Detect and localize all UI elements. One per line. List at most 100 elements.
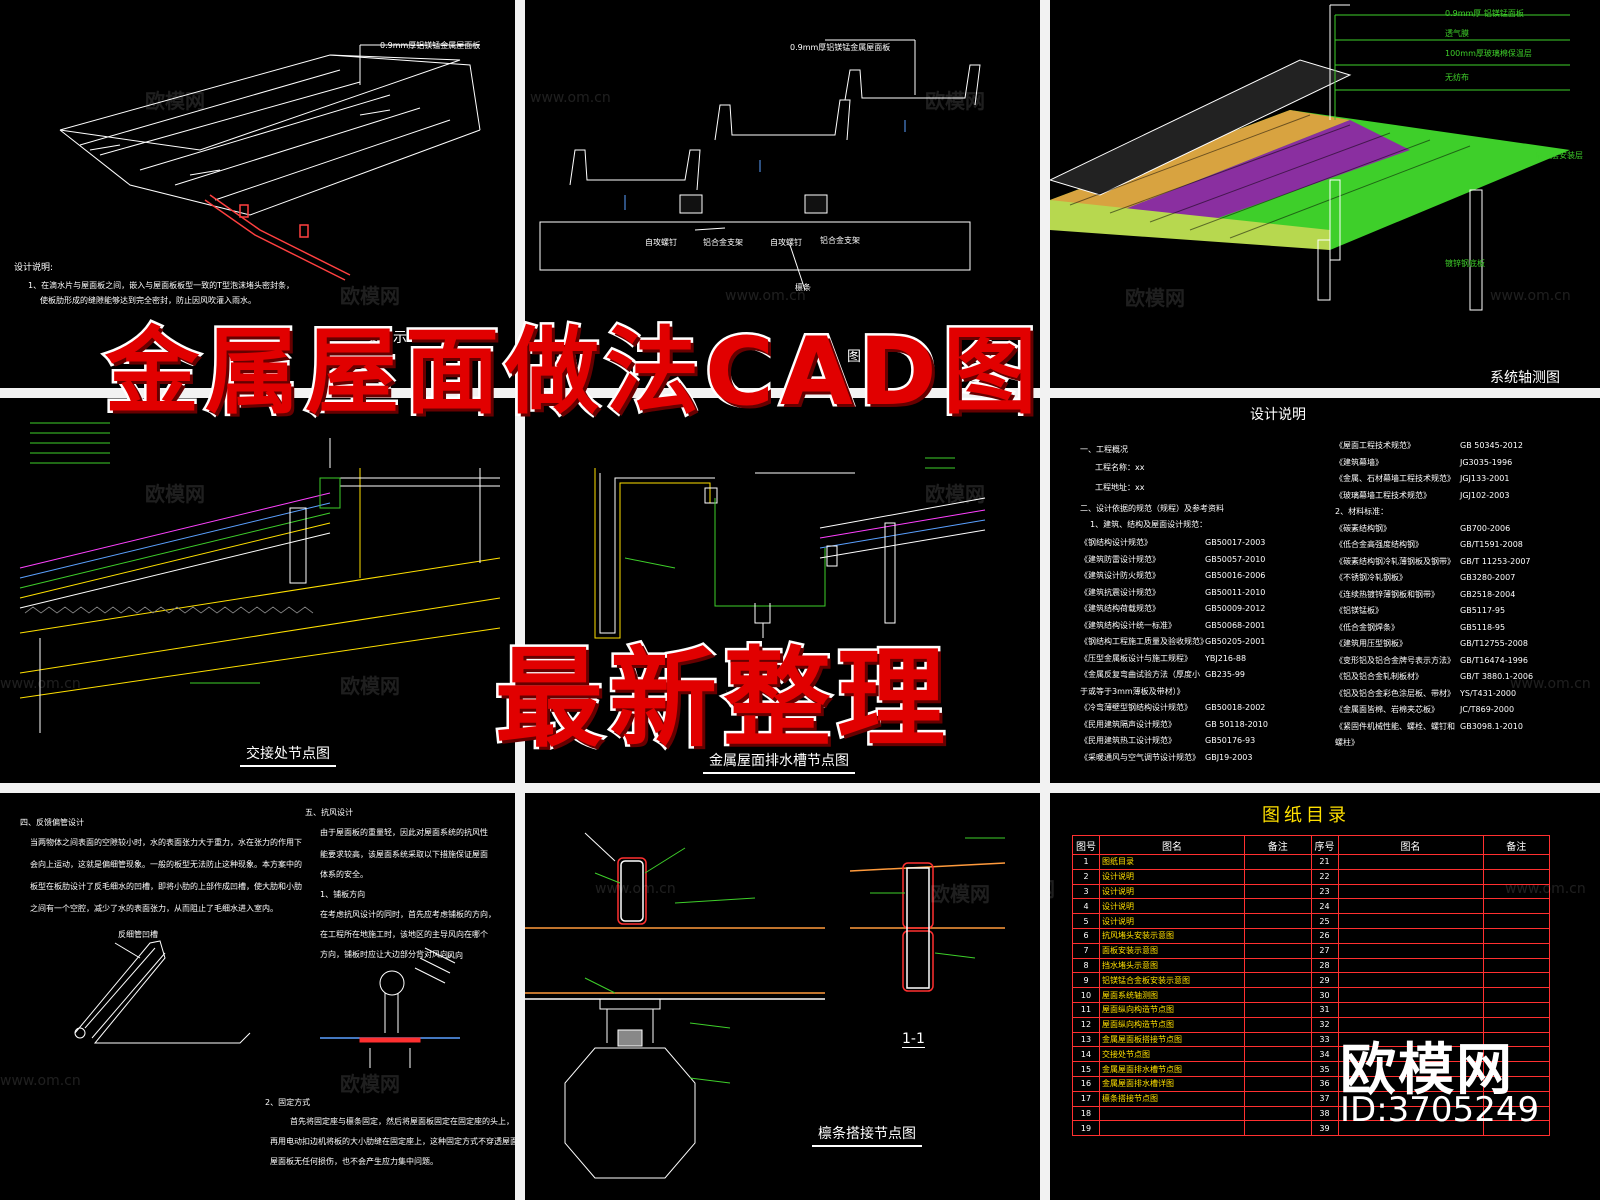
standard-code: GB50205-2001 [1205,637,1266,646]
label-bracket-2: 铝合金支架 [820,236,860,245]
standard-name: 《钢结构工程施工质量及验收规范》 [1080,637,1208,646]
watermark-url: www.om.cn [725,288,806,304]
drawing-panel-axonometric[interactable]: 0.9mm厚 铝镁锰面板 透气膜 100mm厚玻璃棉保温层 无纺布 隔热层安装层… [1050,0,1600,388]
watermark: 欧模网 [1050,873,1055,902]
roof-panel-isometric-drawing [59,44,481,281]
notes-line-1: 1、在滴水片与屋面板之间，嵌入与屋面板板型一致的T型泡沫堵头密封条， [28,281,294,290]
drawing-remark [1244,1075,1312,1092]
watermark-url: www.om.cn [1505,881,1586,897]
drawing-name [1337,898,1484,915]
standard-name: 《铝及铝合金轧制板材》 [1335,672,1423,681]
drawing-name: 屋面系统轴测图 [1099,987,1245,1003]
sequence-number: 31 [1310,1001,1339,1018]
standard-row: 《建筑抗震设计规范》GB50011-2010 [1080,585,1268,602]
drawing-name [1337,972,1484,989]
standard-row: 《低合金高强度结构钢》GB/T1591-2008 [1335,537,1533,554]
drawing-remark [1482,987,1550,1003]
drawing-remark [1244,913,1312,929]
drawing-name [1337,883,1484,900]
standard-name: 《采暖通风与空气调节设计规范》 [1080,752,1200,762]
wind-label: 风向 [447,951,463,960]
layer-label: 镀锌钢底板 [1445,259,1485,268]
hero-title: 金属屋面做法CAD图 [103,316,1043,430]
drawing-number: 11 [1072,1001,1100,1018]
standard-code: GB50011-2010 [1205,587,1266,597]
drawing-name: 檩条搭接节点图 [1099,1090,1245,1107]
drawing-number: 10 [1072,987,1100,1003]
project-address: 工程地址：xx [1095,483,1145,492]
sequence-number: 24 [1310,898,1339,915]
standard-name: 2、材料标准： [1335,507,1389,516]
standard-code: GB3098.1-2010 [1460,721,1523,731]
drawing-remark [1244,972,1312,989]
standard-name: 《建筑结构荷载规范》 [1080,604,1160,613]
paragraph-line: 能要求较高，该屋面系统采取以下措施保证屋面 [320,850,488,859]
standard-name: 《紧固件机械性能、螺栓、螺钉和螺柱》 [1335,721,1455,748]
drawing-name: 金属屋面排水槽详图 [1099,1075,1245,1092]
subsection-title: 2、固定方式 [265,1098,311,1107]
standard-name: 《金属面皆棉、岩棉夹芯板》 [1335,705,1439,714]
standard-row: 《建筑设计防火规范》GB50016-2006 [1080,568,1268,585]
drawing-number: 13 [1072,1031,1100,1048]
drawing-panel-design-notes[interactable]: 设计说明 一、工程概况 工程名称：xx 工程地址：xx 二、设计依据的规范（规程… [1050,398,1600,783]
reflux-label: 反细管凹槽 [118,930,158,939]
drawing-remark [1244,1001,1312,1018]
clip-assembly-drawing [539,39,981,291]
standard-name: 《碳素结构钢》 [1335,523,1391,533]
drawing-panel-clip[interactable]: 0.9mm厚铝镁锰金属屋面板 自攻螺钉 铝合金支架 自攻螺钉 铝合金支架 檩条 … [525,0,1040,388]
drawing-panel-purlin[interactable]: 1-1 檩条搭接节点图 www.om.cn 欧模网 [525,793,1040,1200]
standard-code: GB700-2006 [1460,523,1511,533]
standards-list-left: 《钢结构设计规范》GB50017-2003《建筑防雷设计规范》GB50057-2… [1080,535,1268,766]
standard-name: 《变形铝及铝合金牌号表示方法》 [1335,655,1455,665]
standard-row: 《采暖通风与空气调节设计规范》GBJ19-2003 [1080,750,1268,767]
drawing-name: 设计说明 [1099,898,1245,915]
standard-row: 《铝及铝合金轧制板材》GB/T 3880.1-2006 [1335,669,1533,686]
layer-label: 0.9mm厚 铝镁锰面板 [1445,9,1524,18]
drawing-name: 设计说明 [1099,883,1245,900]
standard-code: JGJ102-2003 [1460,490,1510,500]
standard-row: 《碳素结构钢》 GB700-2006 [1335,521,1533,538]
drawing-panel-junction[interactable]: 交接处节点图 欧模网 欧模网 www.om.cn [0,398,515,783]
drawing-remark [1244,1105,1312,1122]
sequence-number: 23 [1310,883,1339,900]
standard-name: 《金属反复弯曲试验方法（厚度小于或等于3mm薄板及带材）》 [1080,670,1200,696]
drawing-number: 15 [1072,1061,1100,1077]
standard-row: 《金属反复弯曲试验方法（厚度小于或等于3mm薄板及带材）》GB235-99 [1080,667,1268,700]
drawing-panel-anti-capillary[interactable]: 四、反馈偏管设计 当两物体之间表面的空隙较小时，水的表面张力大于重力，水在张力的… [0,793,515,1200]
watermark-url: www.om.cn [530,90,611,106]
sequence-number: 29 [1310,972,1339,989]
drawing-panel-gutter[interactable]: 金属屋面排水槽节点图 欧模网 www.om.cn [525,398,1040,783]
drawing-number: 2 [1072,868,1100,885]
paragraph-line: 方向，铺板时应让大边部分背对风向。 [320,950,456,959]
paragraph-line: 再用电动扣边机将板的大小肋缝在固定座上，这种固定方式不穿透屋面， [270,1137,515,1146]
standard-code: GB50017-2003 [1205,538,1266,547]
standard-row: 《金属面皆棉、岩棉夹芯板》JC/T869-2000 [1335,702,1533,719]
drawing-panel-install[interactable]: 0.9mm厚铝镁锰金属屋面板 设计说明: 1、在滴水片与屋面板之间，嵌入与屋面板… [0,0,515,388]
sequence-number: 30 [1310,987,1339,1003]
standard-code: GB2518-2004 [1460,589,1516,599]
drawing-number: 4 [1072,898,1100,915]
label-roof-panel: 0.9mm厚铝镁锰金属屋面板 [790,43,891,52]
drawing-name [1337,913,1484,929]
standard-row: 《冷弯薄壁型钢结构设计规范》GB50018-2002 [1080,700,1268,717]
standard-name: 《民用建筑隔声设计规范》 [1080,719,1176,729]
label-purlin: 檩条 [795,283,811,292]
drawing-remark [1482,957,1550,974]
section-title: 四、反馈偏管设计 [20,818,84,827]
standard-row: 《碳素结构钢冷轧薄钢板及钢带》GB/T 11253-2007 [1335,554,1533,571]
sequence-number: 36 [1310,1075,1339,1092]
standard-code: GB50016-2006 [1205,571,1266,580]
standard-name: 《冷弯薄壁型钢结构设计规范》 [1080,703,1192,712]
standard-row: 《金属、石材幕墙工程技术规范》JGJ133-2001 [1335,471,1533,488]
junction-node-drawing [19,422,501,733]
drawing-number: 12 [1072,1016,1100,1033]
watermark-url: www.om.cn [725,686,806,702]
drawing-remark [1244,942,1312,959]
